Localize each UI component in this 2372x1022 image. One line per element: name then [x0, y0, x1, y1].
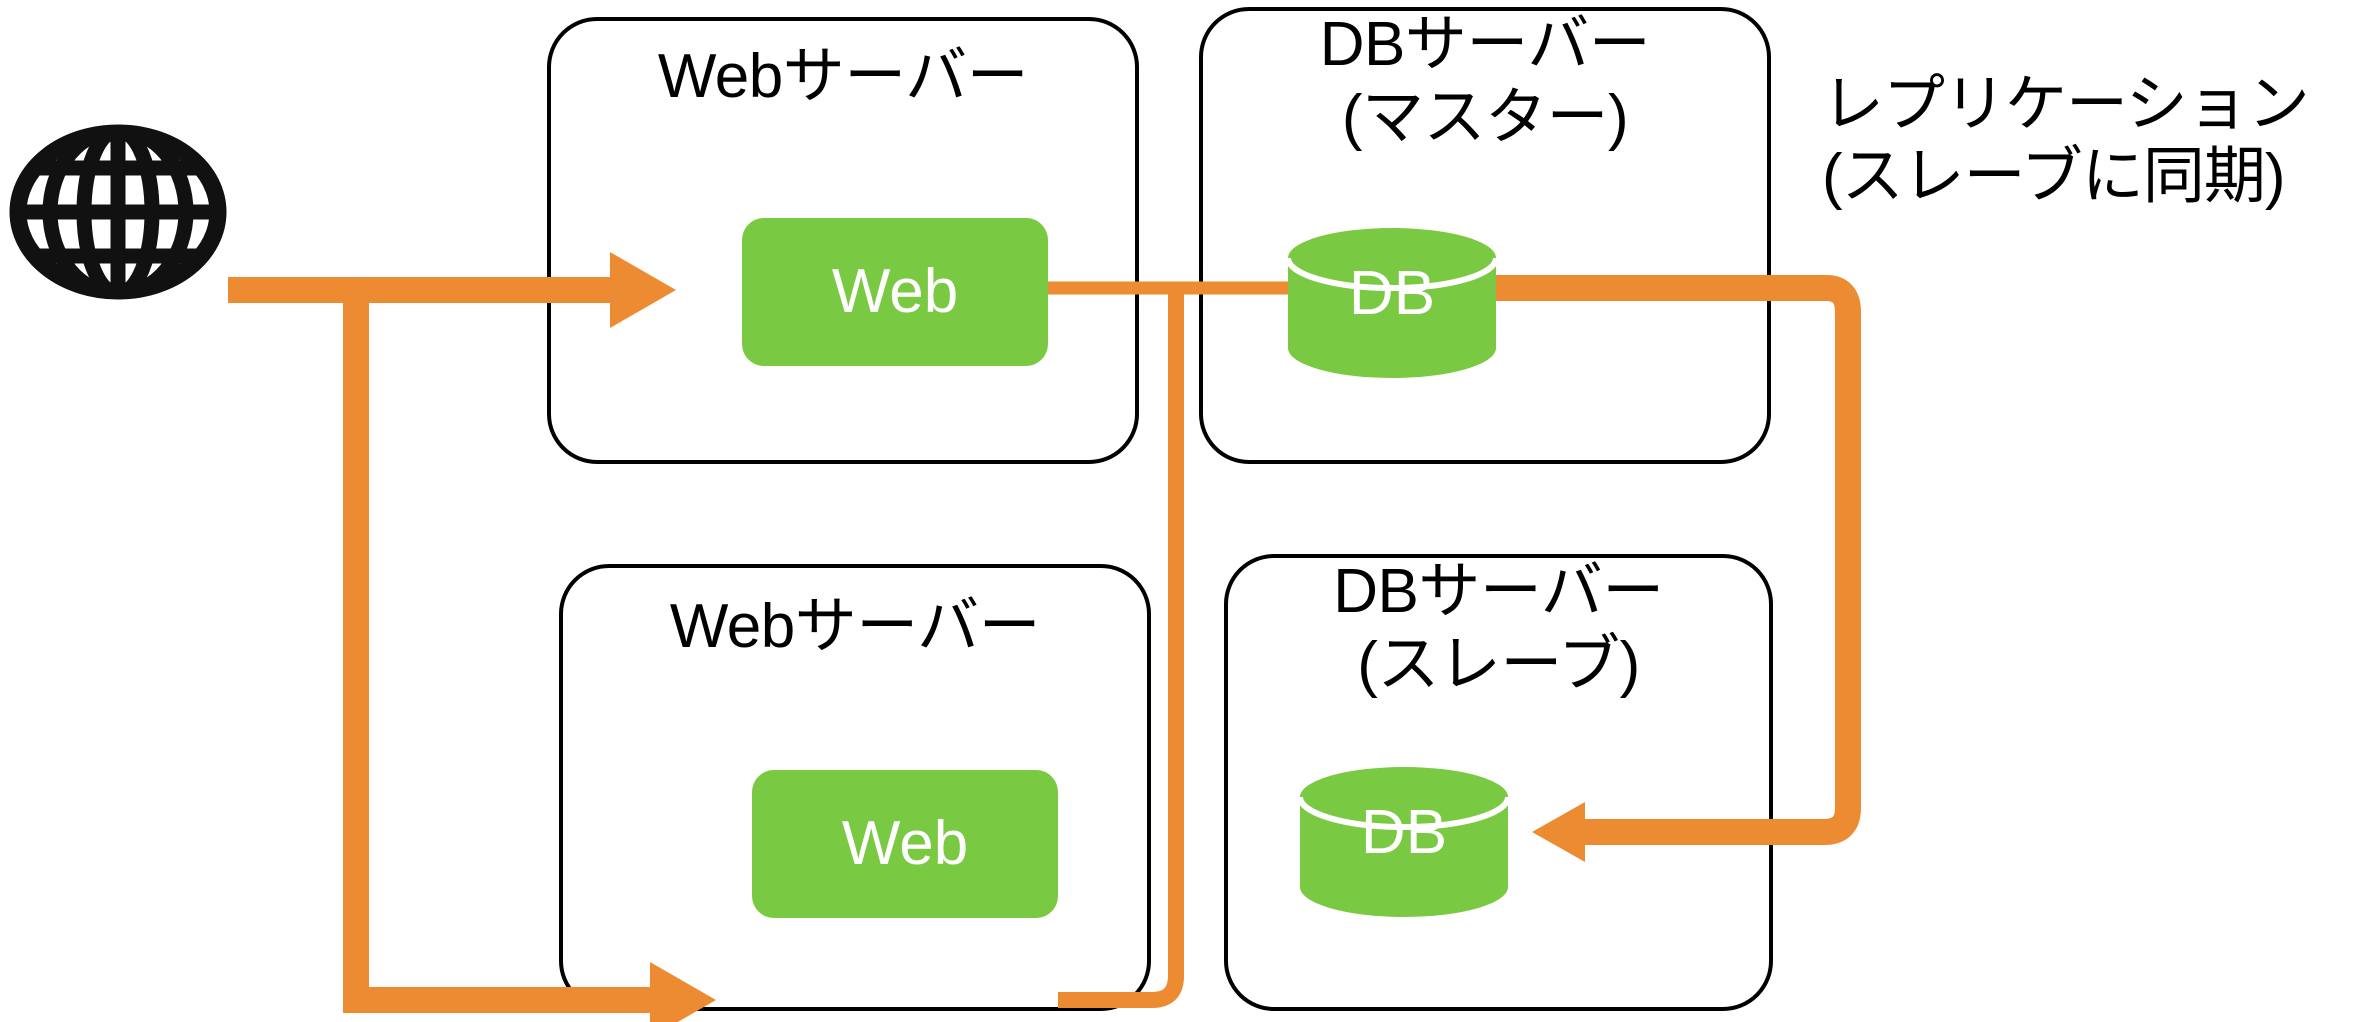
group-db-server-master [1199, 7, 1771, 464]
group-title-web-server-bottom: Webサーバー [669, 592, 1041, 661]
annotation-replication-line1: レプリケーション [1822, 70, 2310, 139]
annotation-replication-line2: (スレーブに同期) [1822, 142, 2286, 211]
group-title-web-server-top: Webサーバー [657, 42, 1029, 111]
group-title-db-server-master-line2: (マスター) [1341, 83, 1629, 152]
globe-icon [9, 124, 227, 300]
group-web-server-bottom [559, 564, 1151, 1011]
group-title-db-server-slave-line1: DBサーバー [1333, 557, 1664, 626]
connection-web-bottom-to-db-master [1058, 288, 1184, 1008]
node-db-master[interactable] [1285, 228, 1499, 378]
node-web-bottom[interactable] [752, 770, 1058, 918]
arrowhead-into-web-top [610, 252, 676, 328]
arrowhead-into-db-slave [1532, 802, 1585, 862]
group-web-server-top [547, 17, 1139, 464]
group-title-db-server-master-line1: DBサーバー [1319, 10, 1651, 79]
node-web-top[interactable] [742, 218, 1048, 366]
group-title-db-server-slave-line2: (スレーブ) [1357, 630, 1640, 699]
node-db-slave[interactable] [1297, 767, 1511, 917]
arrowhead-into-web-bottom [650, 962, 716, 1022]
group-db-server-slave [1224, 554, 1773, 1011]
connection-db-master-to-db-slave [1492, 275, 1861, 845]
